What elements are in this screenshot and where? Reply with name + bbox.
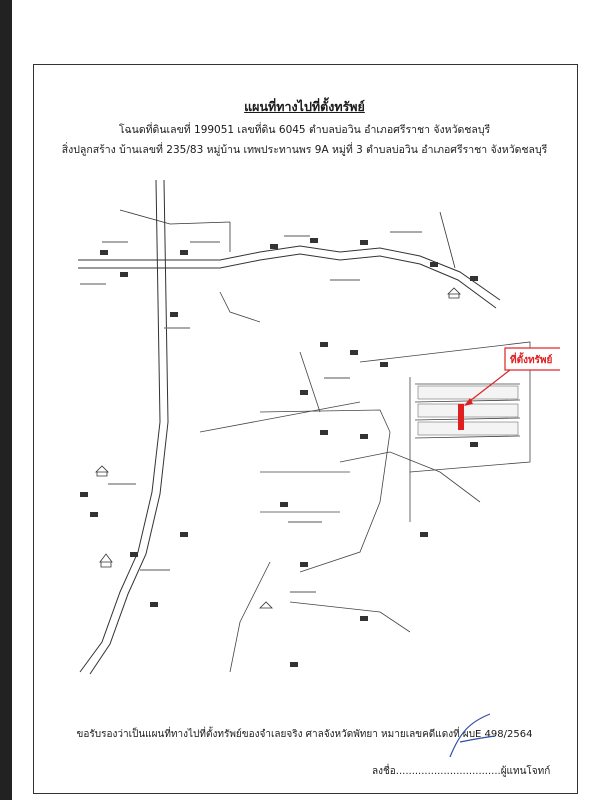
location-map: ที่ตั้งทรัพย์ [78,179,560,675]
property-label: ที่ตั้งทรัพย์ [510,352,553,366]
property-arrow [465,369,511,405]
property-arrowhead [464,398,473,406]
certification-text: ขอรับรองว่าเป็นแผนที่ทางไปที่ตั้งทรัพย์ข… [76,729,533,740]
place-name-marks [80,231,422,593]
temple-icons [95,287,461,609]
landmark-symbols [80,238,478,667]
property-label-box [504,347,560,371]
property-marker [458,404,464,430]
road-north [119,209,456,269]
scan-edge [0,0,12,800]
property-plots [417,385,519,436]
main-road-ns [79,179,169,675]
building-address-line: สิ่งปลูกสร้าง บ้านเลขที่ 235/83 หมู่บ้าน… [61,144,548,156]
map-title: แผนที่ทางไปที่ตั้งทรัพย์ [244,99,365,114]
title-deed-line: โฉนดที่ดินเลขที่ 199051 เลขที่ดิน 6045 ต… [118,124,491,136]
local-roads [199,291,531,673]
signature-line: ลงชื่อ.................................ผ… [372,766,551,777]
signature-scribble [449,713,496,758]
highway-ew [78,245,501,309]
